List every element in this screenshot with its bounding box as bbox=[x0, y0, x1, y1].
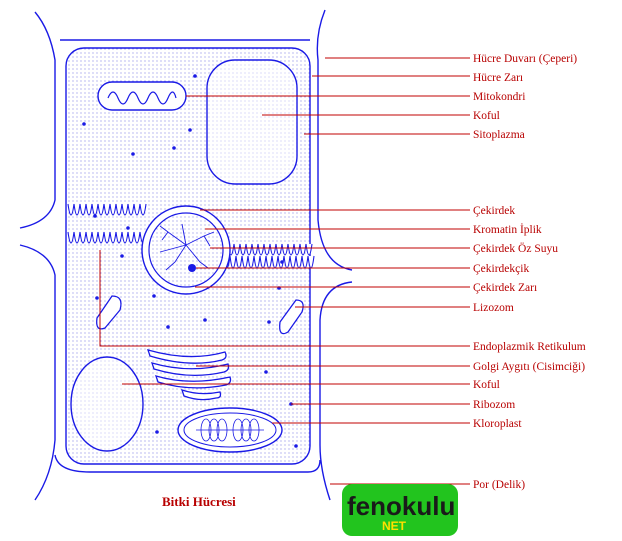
label-vacuole-1: Koful bbox=[473, 110, 500, 122]
nucleus bbox=[141, 205, 231, 295]
label-pore: Por (Delik) bbox=[473, 479, 525, 491]
label-nucleus: Çekirdek bbox=[473, 205, 515, 217]
label-er: Endoplazmik Retikulum bbox=[473, 341, 586, 353]
lysosome-right bbox=[279, 299, 304, 335]
nucleolus bbox=[188, 264, 196, 272]
label-nucleolus: Çekirdekçik bbox=[473, 263, 529, 275]
label-cytoplasm: Sitoplazma bbox=[473, 129, 525, 141]
label-mitochondrion: Mitokondri bbox=[473, 91, 525, 103]
label-golgi: Golgi Aygıtı (Cisimciği) bbox=[473, 361, 585, 373]
label-chromatin: Kromatin İplik bbox=[473, 222, 542, 236]
label-nucleoplasm: Çekirdek Öz Suyu bbox=[473, 241, 558, 255]
chromatin-threads bbox=[159, 223, 215, 271]
logo-main-text: fenokulu bbox=[347, 491, 455, 521]
fenokulu-logo: fenokulu NET bbox=[342, 484, 458, 536]
label-nuclear-membrane: Çekirdek Zarı bbox=[473, 282, 537, 294]
endoplasmic-reticulum bbox=[67, 203, 315, 269]
mitochondrion bbox=[97, 81, 187, 111]
leader-lines bbox=[99, 57, 470, 485]
lysosome-left bbox=[96, 295, 122, 330]
label-chloroplast: Kloroplast bbox=[473, 418, 522, 430]
label-cell-wall: Hücre Duvarı (Çeperi) bbox=[473, 53, 577, 65]
labels: Hücre Duvarı (Çeperi) Hücre Zarı Mitokon… bbox=[473, 53, 586, 491]
diagram-caption: Bitki Hücresi bbox=[162, 494, 236, 509]
ribosomes bbox=[82, 74, 298, 448]
logo-sub-text: NET bbox=[382, 519, 407, 533]
label-cell-membrane: Hücre Zarı bbox=[473, 72, 523, 84]
golgi-apparatus bbox=[146, 349, 232, 401]
chloroplast bbox=[177, 407, 283, 453]
label-ribosome: Ribozom bbox=[473, 399, 515, 411]
label-vacuole-2: Koful bbox=[473, 379, 500, 391]
label-lysosome: Lizozom bbox=[473, 302, 514, 314]
